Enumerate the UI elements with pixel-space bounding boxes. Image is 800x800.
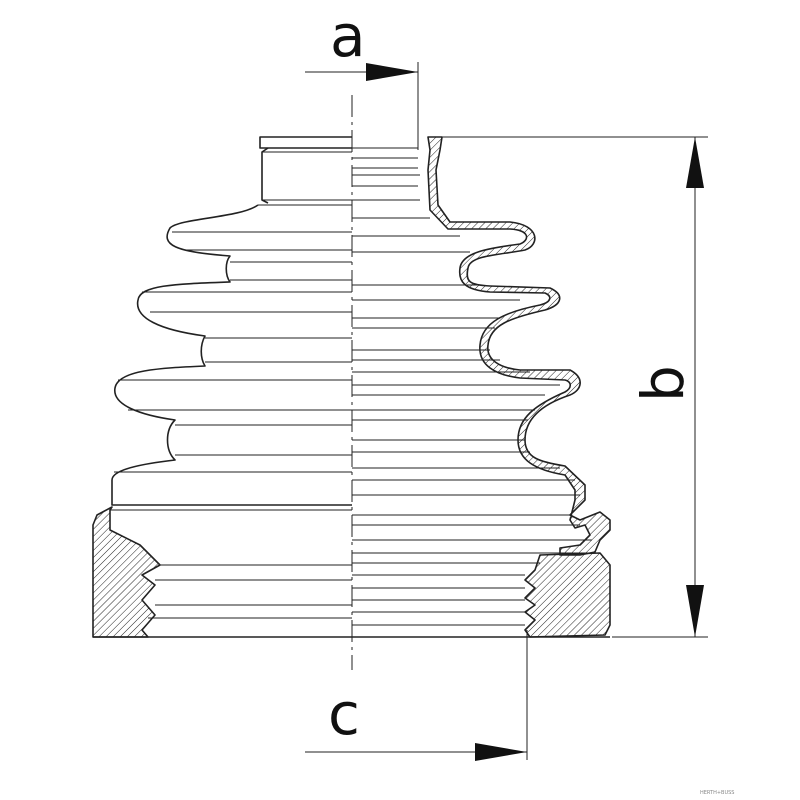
boot-exterior-view (92, 136, 352, 638)
dimension-b-label: b (629, 365, 697, 402)
dimension-b: b (430, 136, 708, 638)
dimension-b-arrow-bottom (686, 585, 704, 637)
dimension-a-label: a (330, 2, 366, 70)
dimension-a: a (305, 2, 419, 150)
boot-section-view (352, 136, 611, 638)
dimension-a-arrow (366, 63, 418, 81)
watermark: HERTH+BUSS (700, 790, 734, 796)
dimension-c-label: c (328, 680, 360, 748)
dimension-c-arrow (475, 743, 527, 761)
dimension-c: c (305, 630, 528, 761)
dimension-b-arrow-top (686, 137, 704, 188)
